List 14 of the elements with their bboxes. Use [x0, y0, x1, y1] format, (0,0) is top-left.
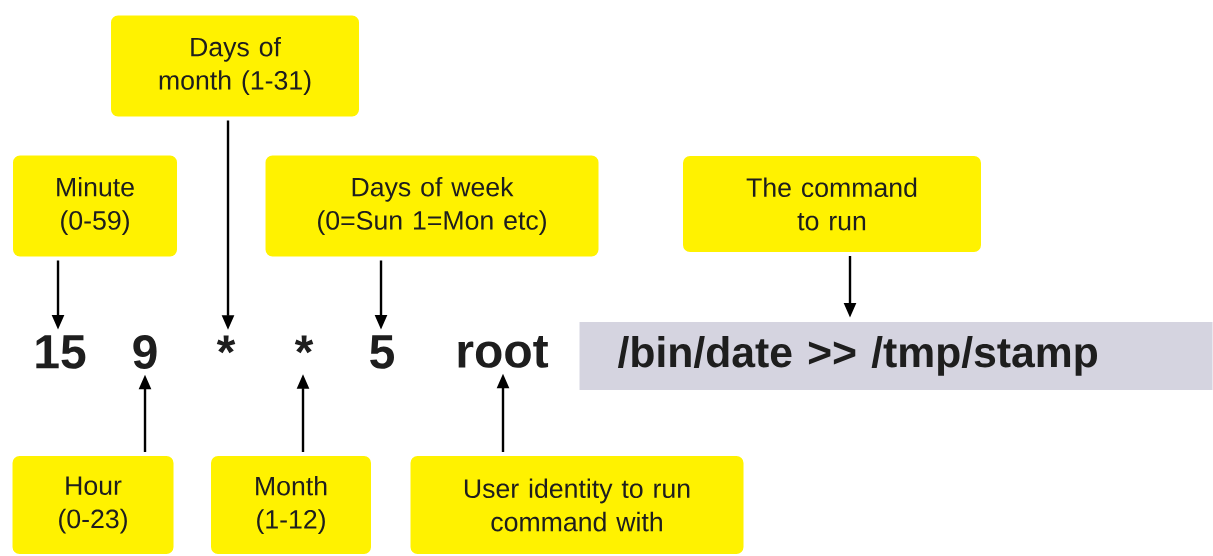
label-box: Month (1-12) — [209, 454, 373, 556]
label-box: User identity to run command with — [408, 454, 746, 556]
cron-field: 15 — [36, 335, 86, 369]
command-box: /bin/date >> /tmp/stamp — [579, 322, 1213, 390]
label-box: Hour (0-23) — [10, 454, 176, 556]
label-box: Days of week (0=Sun 1=Mon etc) — [263, 153, 601, 259]
label-box: Days of month (1-31) — [109, 13, 361, 119]
cron-field: * — [216, 335, 236, 354]
cron-field: * — [294, 335, 314, 354]
label-box: Minute (0-59) — [11, 153, 179, 259]
cron-field: root — [458, 336, 549, 368]
cron-field: 9 — [133, 335, 157, 369]
label-box: The command to run — [681, 154, 983, 254]
cron-field: 5 — [370, 335, 394, 369]
